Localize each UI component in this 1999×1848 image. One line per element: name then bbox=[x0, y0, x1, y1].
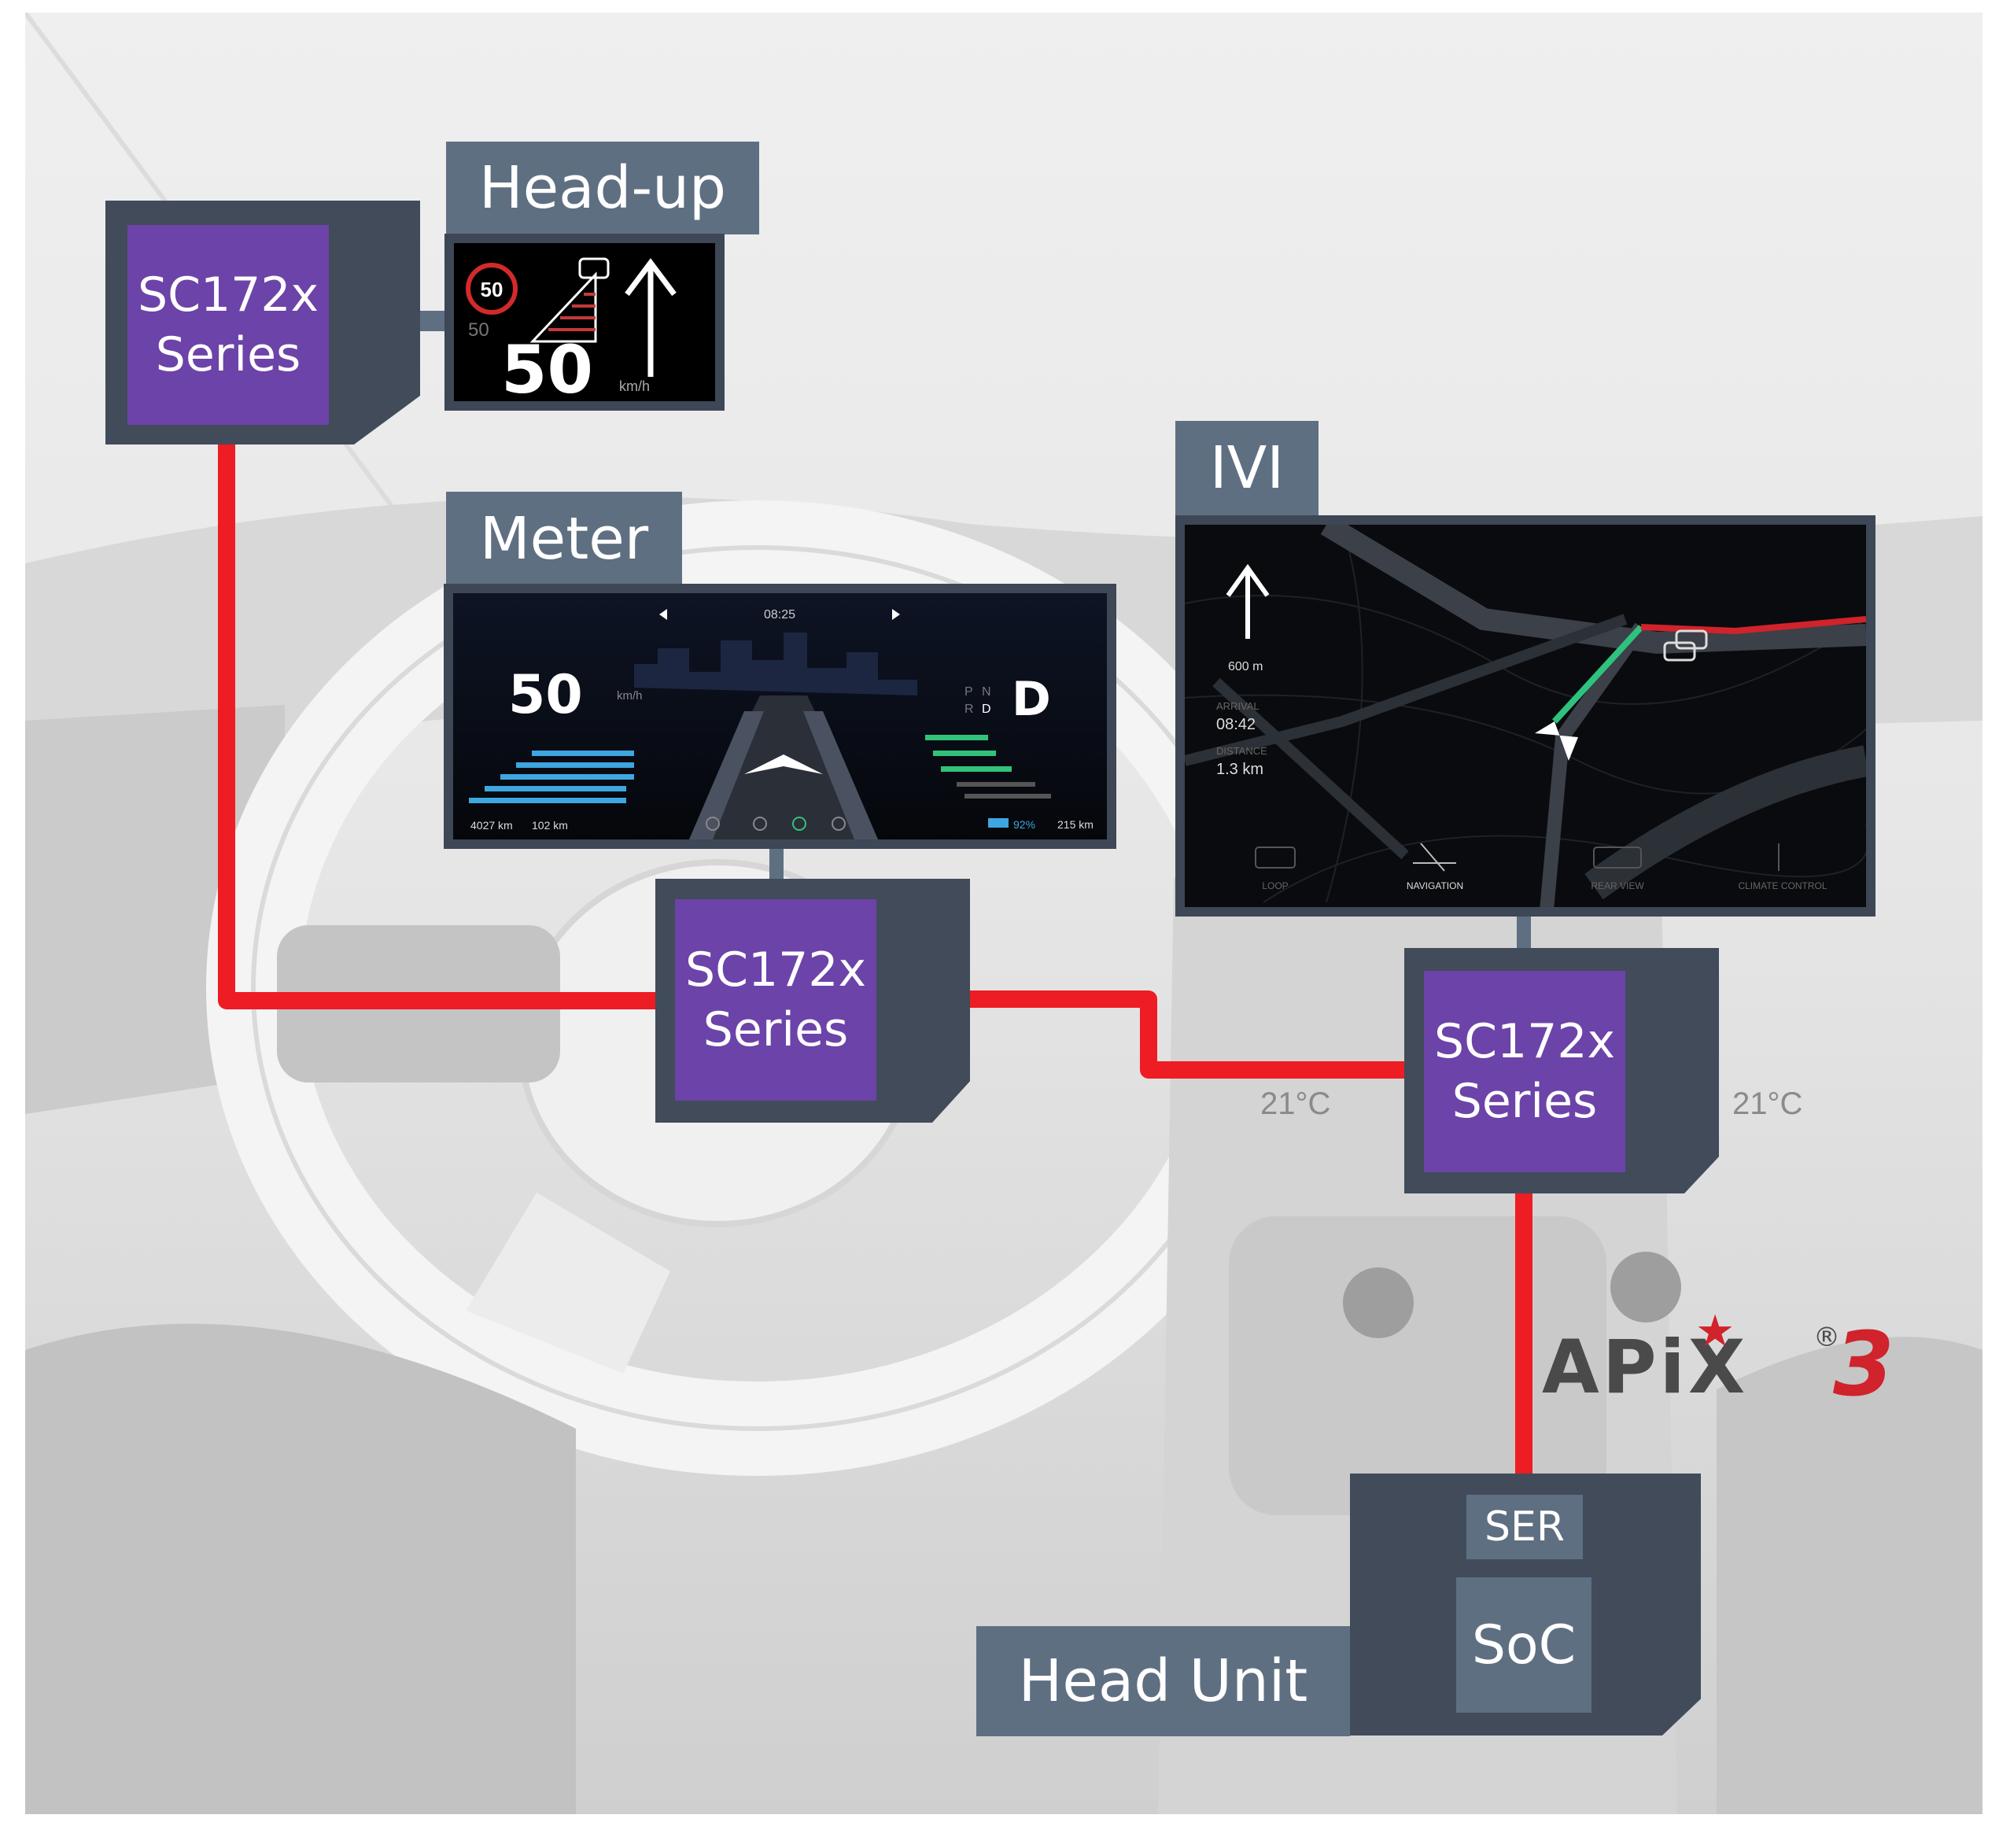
apix3-logo: APiX ★ ® 3 bbox=[1542, 1306, 1888, 1416]
ser-block: SER bbox=[1466, 1495, 1583, 1559]
ivi-menu-loop: LOOP bbox=[1262, 880, 1288, 891]
chip-line-1: SC172x bbox=[1434, 1012, 1615, 1072]
apix-version-number: 3 bbox=[1833, 1314, 1894, 1416]
chip-line-1: SC172x bbox=[138, 265, 319, 325]
hud-speed-limit: 50 bbox=[481, 278, 503, 301]
gear-d: D bbox=[982, 703, 991, 716]
meter-speed-unit: km/h bbox=[617, 689, 643, 703]
ivi-distance-label: DISTANCE bbox=[1216, 745, 1267, 757]
loop-icon bbox=[1256, 847, 1295, 868]
chip-line-2: Series bbox=[1452, 1072, 1598, 1131]
headup-label: Head-up bbox=[446, 142, 759, 234]
meter-speed: 50 bbox=[508, 664, 583, 726]
hud-speed-unit: km/h bbox=[619, 378, 650, 394]
battery-icon bbox=[988, 818, 1009, 828]
ivi-arrival-label: ARRIVAL bbox=[1216, 700, 1260, 712]
ivi-menu-rear-view: REAR VIEW bbox=[1591, 880, 1644, 891]
headup-sc172x-chip: SC172x Series bbox=[127, 225, 329, 425]
ivi-distance-next: 600 m bbox=[1228, 660, 1263, 673]
ivi-arrival-time: 08:42 bbox=[1216, 716, 1256, 733]
hud-graphic: 50 50 50 km/h bbox=[454, 243, 715, 401]
gear-r: R bbox=[964, 703, 974, 716]
chip-line-1: SC172x bbox=[685, 940, 866, 1000]
straight-arrow-icon bbox=[1228, 568, 1267, 639]
head-unit-label: Head Unit bbox=[976, 1626, 1350, 1736]
power-gauge-bars bbox=[925, 735, 1012, 772]
ivi-label: IVI bbox=[1175, 421, 1319, 515]
gear-p: P bbox=[964, 685, 973, 699]
ivi-display-screen: 600 m ARRIVAL 08:42 DISTANCE 1.3 km LOOP… bbox=[1175, 515, 1875, 917]
turn-left-icon bbox=[659, 609, 667, 620]
hud-speed: 50 bbox=[501, 331, 593, 401]
headup-display-screen: 50 50 50 km/h bbox=[444, 234, 725, 411]
straight-arrow-icon bbox=[627, 263, 674, 377]
ivi-menu-climate-control: CLIMATE CONTROL bbox=[1738, 880, 1827, 891]
meter-trip: 102 km bbox=[532, 819, 568, 832]
meter-odo: 4027 km bbox=[470, 819, 513, 832]
ivi-menu-navigation: NAVIGATION bbox=[1407, 880, 1463, 891]
speed-gauge-bars bbox=[469, 751, 634, 803]
hud-set-speed: 50 bbox=[468, 319, 489, 341]
meter-time: 08:25 bbox=[764, 608, 795, 622]
meter-range: 215 km bbox=[1057, 818, 1094, 831]
soc-block: SoC bbox=[1456, 1577, 1591, 1713]
meter-label: Meter bbox=[446, 492, 682, 586]
chip-line-2: Series bbox=[703, 1000, 849, 1060]
ivi-distance-value: 1.3 km bbox=[1216, 761, 1263, 778]
turn-right-icon bbox=[892, 609, 900, 620]
meter-sc172x-chip: SC172x Series bbox=[675, 899, 876, 1101]
ivi-map: 600 m ARRIVAL 08:42 DISTANCE 1.3 km LOOP… bbox=[1185, 525, 1866, 907]
meter-battery: 92% bbox=[1013, 818, 1035, 831]
meter-display-screen: 08:25 50 km/h P N R D D 4027 km 102 km 9… bbox=[444, 584, 1116, 849]
ivi-sc172x-chip: SC172x Series bbox=[1424, 971, 1625, 1172]
connector-ivi bbox=[1517, 917, 1531, 952]
chip-line-2: Series bbox=[156, 325, 301, 385]
gear-n: N bbox=[982, 685, 991, 699]
meter-graphic: 08:25 50 km/h P N R D D 4027 km 102 km 9… bbox=[453, 593, 1107, 839]
star-icon: ★ bbox=[1695, 1306, 1735, 1357]
meter-gear: D bbox=[1012, 672, 1051, 727]
navigation-icon bbox=[1413, 843, 1456, 871]
